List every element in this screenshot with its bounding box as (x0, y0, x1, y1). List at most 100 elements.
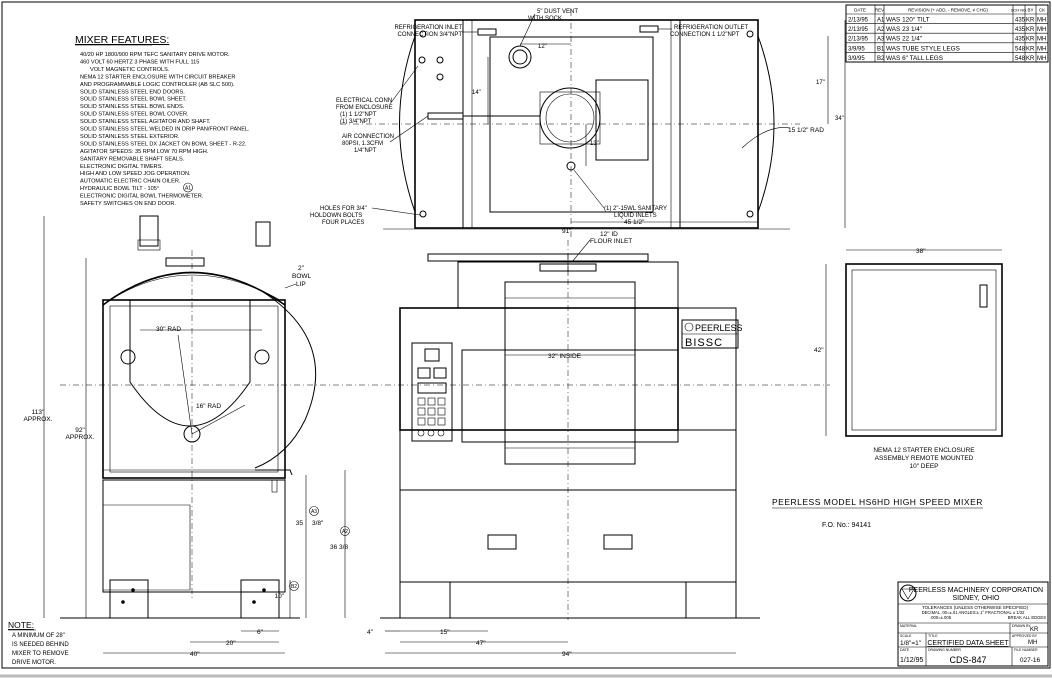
feature-line: SOLID STAINLESS STEEL BOWL SHEET. (80, 97, 187, 103)
holdown-hole (746, 210, 754, 218)
break-edges: BREAK ALL EDGES (1008, 615, 1046, 620)
title-block: PEERLESS MACHINERY CORPORATION SIDNEY, O… (897, 581, 1049, 667)
enclosure-door (851, 269, 997, 431)
rev-marker-a1-label: A1 (185, 186, 191, 192)
feature-line: ELECTRONIC DIGITAL BOWL THERMOMETER. (80, 194, 204, 200)
holdown-hole (746, 30, 754, 38)
dim-91: 91" (562, 228, 572, 235)
revision-cell: A2 (877, 27, 885, 33)
bowl-lip-1: 2" (298, 265, 305, 272)
panel-button (427, 397, 436, 406)
panel-button (437, 417, 446, 426)
dust-vent-inner (512, 49, 528, 65)
lower-body (102, 479, 286, 593)
holes-label-3: FOUR PLACES (322, 220, 364, 226)
revision-cell: 2/13/95 (848, 37, 869, 43)
dim-4: 4" (367, 629, 374, 636)
revision-cell: KR (1026, 56, 1035, 62)
revision-cell: 548 (1015, 56, 1026, 62)
feature-line: SAFETY SWITCHES ON END DOOR. (80, 201, 176, 207)
dim-42: 42" (814, 347, 824, 354)
approved-label: APPROVED BY (1012, 634, 1038, 638)
panel-button (427, 407, 436, 416)
feature-line: HYDRAULIC BOWL TILT - 105° (80, 186, 159, 192)
bowl-lip-3: LIP (296, 281, 306, 288)
electrical-hole (436, 73, 444, 81)
leader (389, 115, 429, 143)
note-line-4: DRIVE MOTOR. (12, 660, 56, 666)
revision-cell: 435 (1015, 18, 1026, 24)
panel-display (424, 348, 440, 362)
feature-line: VOLT MAGNETIC CONTROLS. (90, 67, 170, 73)
tol-head: TOLERANCES (UNLESS OTHERWISE SPECIFIED) (922, 605, 1029, 610)
company-name: PEERLESS MACHINERY CORPORATION (909, 587, 1043, 594)
drawn-by: KR (1030, 627, 1039, 633)
lower-panel (102, 504, 191, 591)
drum-sides (461, 350, 679, 440)
revision-cell: A3 (877, 37, 885, 43)
dim-34: 34" (835, 116, 844, 122)
panel-button (427, 417, 436, 426)
holes-label-2: HOLDOWN BOLTS (310, 213, 362, 219)
timer-display (417, 367, 431, 379)
refrig-outlet-label: REFRIGERATION OUTLET (674, 25, 749, 31)
front-body (399, 307, 679, 431)
revision-cell: 2/13/95 (848, 27, 869, 33)
dim-13: 13" (590, 141, 599, 147)
tol-dec: DECIMAL .00=±.01 ANGLES:± 1° FRACTIONAL … (922, 610, 1026, 615)
revision-cell: B1 (877, 46, 885, 52)
bowl-inside (504, 281, 636, 465)
brand-top: PEERLESS (695, 323, 743, 333)
motor-stack-collar (137, 239, 161, 251)
revision-cell: WAS 23 1/4" (886, 26, 922, 33)
revision-header-sch: SCH NO. (1011, 8, 1028, 13)
date-value: 1/12/95 (900, 657, 923, 664)
revision-cell: 3/9/95 (848, 56, 865, 62)
revision-cell: KR (1026, 46, 1035, 52)
bolt (131, 588, 135, 592)
elec-conn-label: ELECTRICAL CONN (336, 98, 392, 104)
note-line-3: MIXER TO REMOVE (12, 651, 68, 657)
feature-line: AND PROGRAMMABLE LOGIC CONTROLER (AB SLC… (80, 82, 235, 88)
dim-15: 15" (440, 629, 450, 636)
dwg-label: DRAWING NUMBER (928, 648, 961, 652)
side-trunnion (254, 349, 270, 365)
dim-113: 113" (32, 409, 45, 416)
note-line-2: IS NEEDED BEHIND (12, 642, 69, 648)
bolt (262, 588, 266, 592)
note-heading: NOTE: (8, 620, 34, 630)
dim-35-frac: 3/8" (312, 520, 324, 527)
dim-6: 6" (257, 629, 264, 636)
model-title: PEERLESS MODEL HS6HD HIGH SPEED MIXER (772, 497, 983, 507)
rad-label: 15 1/2" RAD (788, 127, 824, 134)
spout (255, 469, 293, 476)
rev-b2 (289, 581, 299, 591)
drum (461, 349, 679, 443)
electrical-hole (418, 56, 426, 64)
sheet-border (1, 1, 1051, 669)
front-leg (399, 581, 451, 619)
flour-inlet-frame (539, 91, 601, 145)
sheet-title: CERTIFIED DATA SHEET (927, 640, 1009, 647)
vent-stack (255, 221, 271, 247)
front-leg (685, 581, 737, 619)
panel-indicator (437, 429, 445, 437)
flour-inlet-inner (545, 93, 595, 143)
feature-line: 40/20 HP 1800/900 RPM TEFC SANITARY DRIV… (80, 52, 230, 58)
feature-line: 460 VOLT 60 HERTZ 3 PHASE WITH FULL 115 (80, 59, 199, 65)
top-view-left-cap (399, 35, 416, 213)
feature-line: SOLID STAINLESS STEEL BOWL COVER. (80, 112, 189, 118)
flour-label-2: FLOUR INLET (590, 238, 632, 245)
inside-dim: 32" INSIDE (548, 353, 582, 360)
dust-vent-label-2: WITH SOCK (528, 16, 562, 22)
model-block: PEERLESS MODEL HS6HD HIGH SPEED MIXER F.… (772, 497, 983, 529)
elec-conn-label-3: (1) 1 1/2"NPT (340, 112, 377, 118)
refrig-outlet-fitting (639, 25, 659, 33)
revision-table: DATE REV REVISION (+ ADD, - REMOVE, ≠ CH… (845, 4, 1049, 63)
tilt-cylinder (427, 253, 649, 262)
air-conn-label: AIR CONNECTION (342, 134, 394, 140)
revision-header-desc: REVISION (+ ADD, - REMOVE, ≠ CHG) (908, 8, 988, 13)
rev-a3 (309, 506, 319, 516)
liquid-label: (1) 2"-15WL SANITARY (604, 206, 667, 212)
side-body (102, 299, 286, 479)
